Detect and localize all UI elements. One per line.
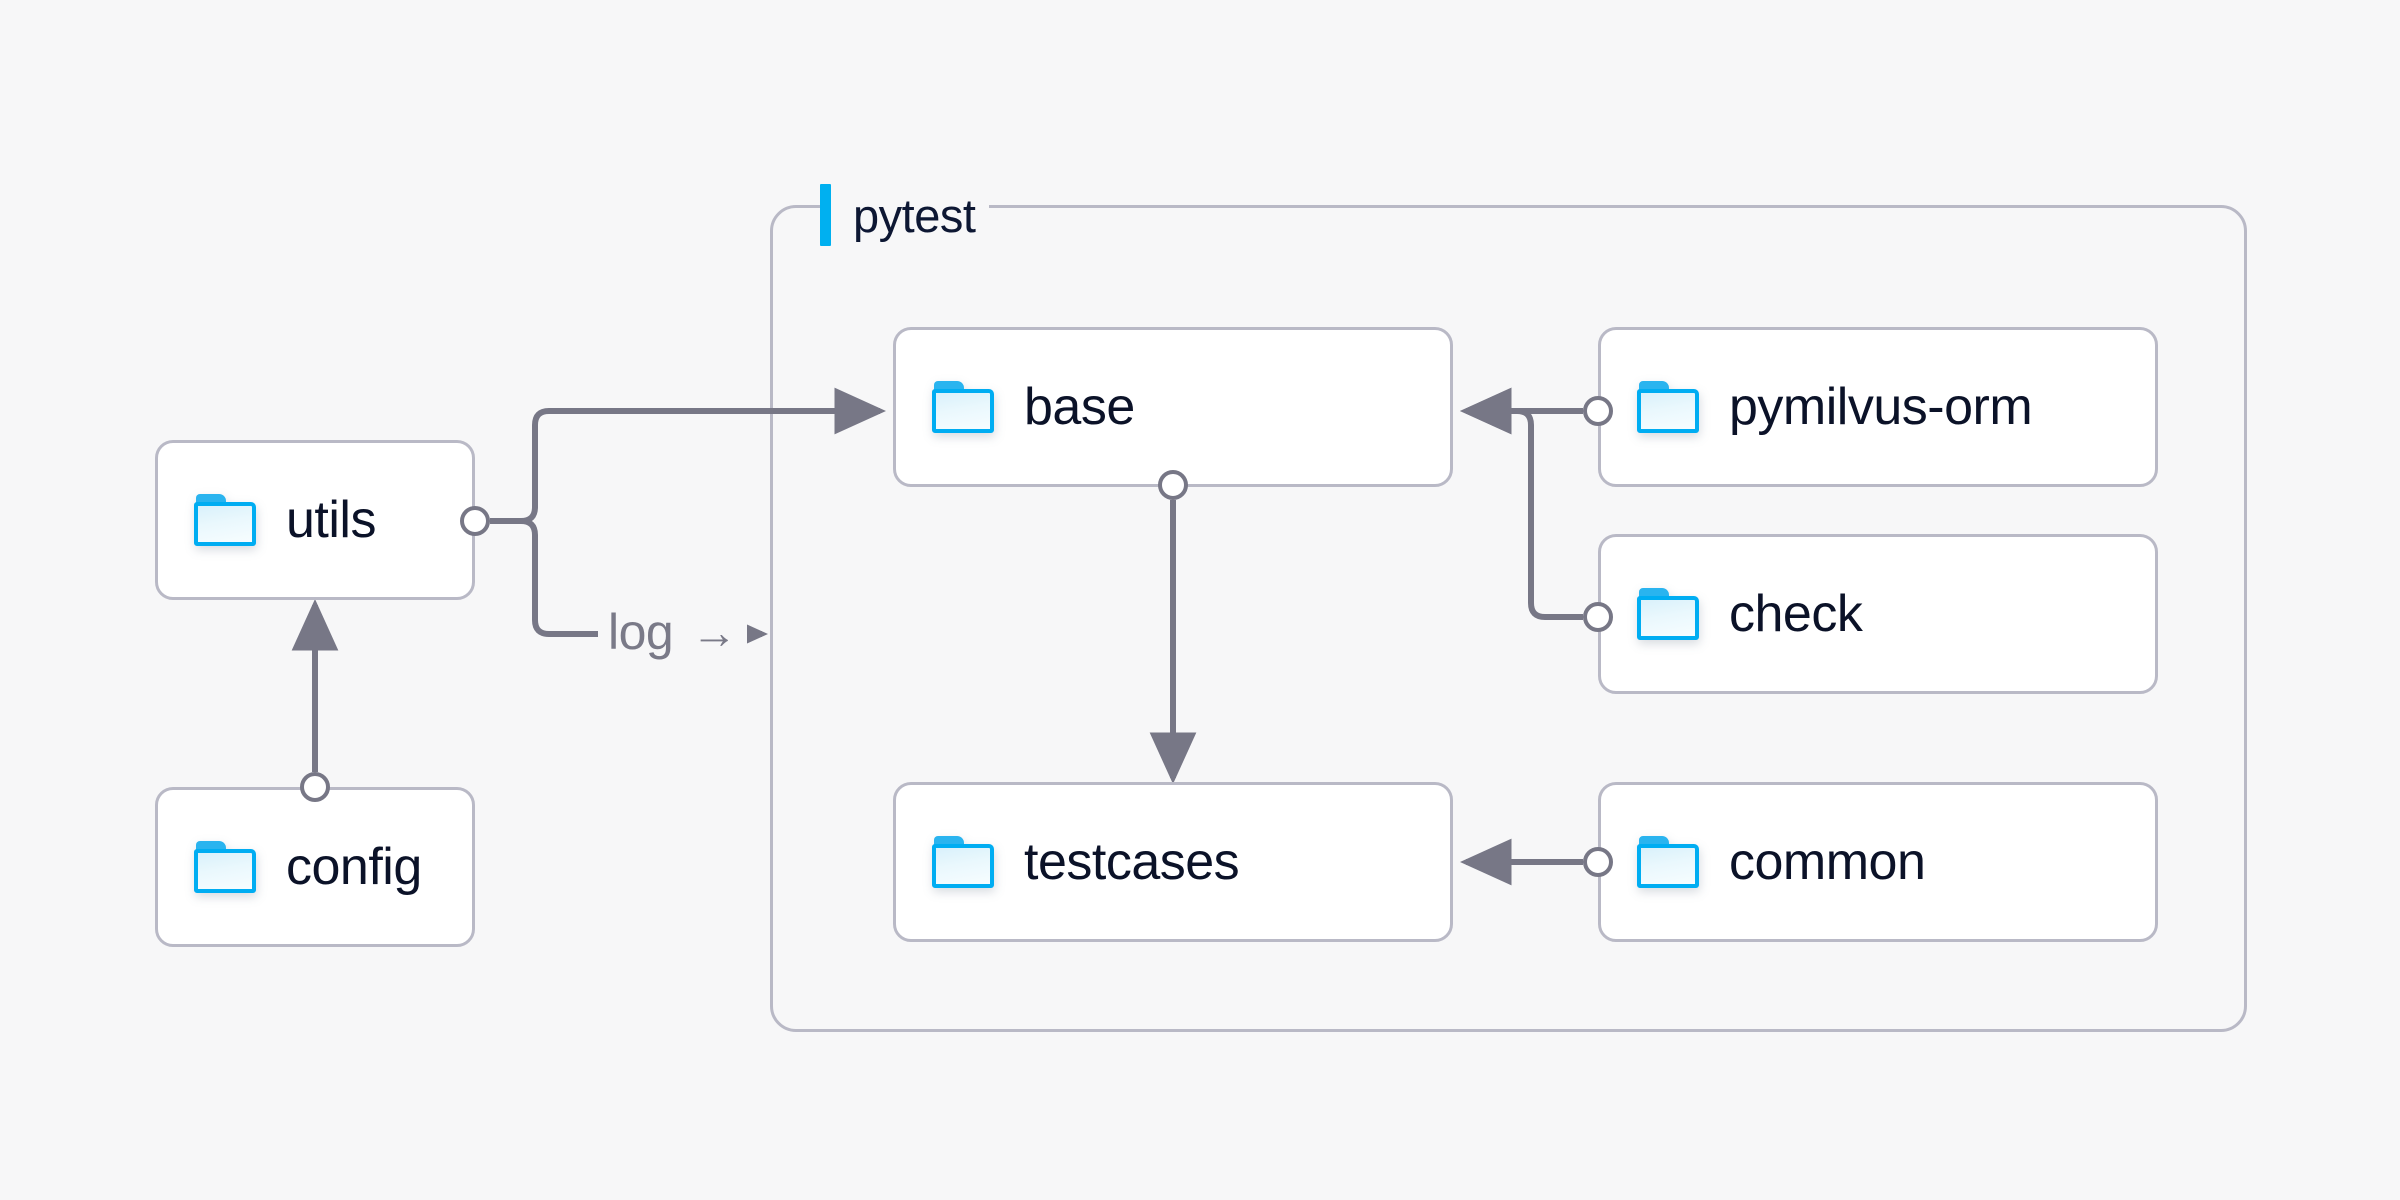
node-label-base: base [1024,378,1135,436]
arrow-right-icon: → [691,606,738,658]
port-pymilvus-orm-left[interactable] [1583,396,1613,426]
group-container-pytest[interactable] [770,205,2247,1032]
port-base-bottom[interactable] [1158,470,1188,500]
node-testcases[interactable]: testcases [893,782,1453,942]
node-label-testcases: testcases [1024,833,1240,891]
edge-label-log: log → [598,603,748,661]
node-label-utils: utils [286,491,376,549]
folder-icon [932,836,994,888]
node-common[interactable]: common [1598,782,2158,942]
node-label-config: config [286,838,422,896]
folder-icon [932,381,994,433]
port-common-left[interactable] [1583,847,1613,877]
node-utils[interactable]: utils [155,440,475,600]
port-utils-right[interactable] [460,506,490,536]
port-check-left[interactable] [1583,602,1613,632]
node-base[interactable]: base [893,327,1453,487]
node-label-pymilvus-orm: pymilvus-orm [1729,378,2033,436]
node-label-common: common [1729,833,1926,891]
group-label-text: pytest [853,188,976,242]
folder-icon [1637,588,1699,640]
group-label-pytest: pytest [820,180,990,250]
node-label-check: check [1729,585,1863,643]
node-check[interactable]: check [1598,534,2158,694]
vertical-bar-accent-icon [820,184,831,246]
folder-icon [1637,836,1699,888]
node-pymilvus-orm[interactable]: pymilvus-orm [1598,327,2158,487]
folder-icon [194,494,256,546]
folder-icon [1637,381,1699,433]
folder-icon [194,841,256,893]
node-config[interactable]: config [155,787,475,947]
port-config-top[interactable] [300,772,330,802]
edge-label-log-text: log [608,604,674,660]
